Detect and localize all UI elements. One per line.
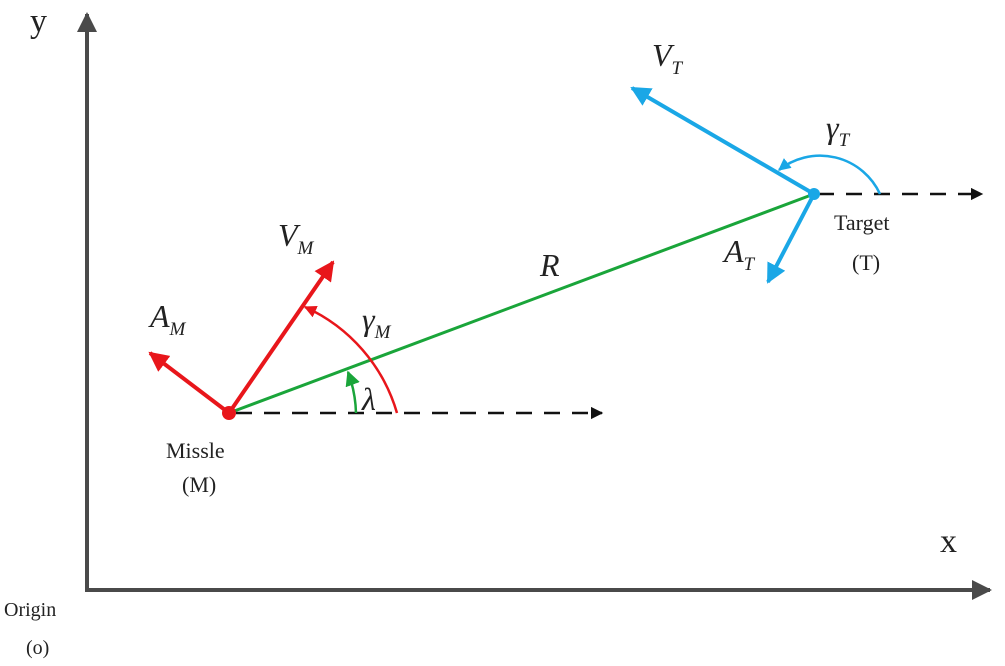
missile-name-label: Missle bbox=[166, 438, 225, 463]
target-acceleration-vector bbox=[766, 193, 816, 284]
target-name-label: Target bbox=[834, 210, 889, 235]
missile-velocity-label: VM bbox=[278, 217, 315, 259]
missile-velocity-vector bbox=[227, 260, 335, 415]
y-axis-label: y bbox=[30, 3, 47, 40]
target-heading-angle-label: γT bbox=[826, 109, 851, 151]
missile-heading-angle-arc bbox=[303, 305, 399, 414]
missile-acceleration-label: AM bbox=[148, 298, 187, 340]
range-label: R bbox=[539, 247, 560, 283]
x-axis-label: x bbox=[940, 523, 957, 560]
target-velocity-vector bbox=[630, 86, 816, 196]
missile-acceleration-vector bbox=[148, 351, 231, 415]
missile-heading-angle-label: γM bbox=[362, 301, 392, 343]
target-acceleration-label: AT bbox=[722, 233, 756, 275]
origin-label: Origin bbox=[4, 599, 56, 621]
target-symbol-label: (T) bbox=[852, 250, 880, 275]
origin-symbol: (o) bbox=[26, 637, 49, 659]
target-velocity-label: VT bbox=[652, 37, 684, 79]
line-of-sight-range bbox=[228, 192, 815, 415]
los-angle-label: λ bbox=[361, 381, 376, 417]
target-heading-angle-arc bbox=[778, 154, 882, 195]
missile-symbol-label: (M) bbox=[182, 472, 216, 497]
missile-point bbox=[222, 406, 236, 420]
target-point bbox=[808, 188, 820, 200]
los-angle-arc bbox=[345, 370, 360, 414]
